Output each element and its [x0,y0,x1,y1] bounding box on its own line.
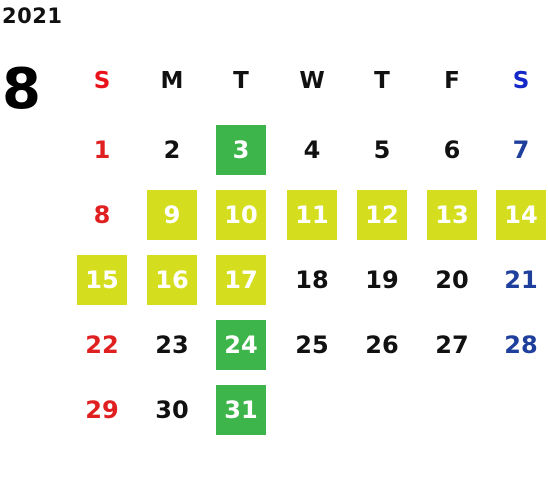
day-cell: 30 [155,396,189,424]
day-cell: 29 [85,396,119,424]
weekday-header: F [444,68,460,94]
day-cell: 16 [147,255,197,305]
day-cell: 6 [443,136,461,164]
weekday-header: W [299,68,325,94]
day-cell: 14 [496,190,546,240]
weekday-header: T [374,68,390,94]
weekday-header: M [160,68,184,94]
day-cell: 28 [504,331,538,359]
day-cell: 15 [77,255,127,305]
day-cell: 1 [93,136,111,164]
day-cell: 31 [216,385,266,435]
day-cell: 24 [216,320,266,370]
day-cell: 7 [512,136,530,164]
day-cell: 12 [357,190,407,240]
day-cell: 25 [295,331,329,359]
day-cell: 18 [295,266,329,294]
day-cell: 10 [216,190,266,240]
day-cell: 4 [303,136,321,164]
day-cell: 9 [147,190,197,240]
day-cell: 19 [365,266,399,294]
weekday-header: T [233,68,249,94]
day-cell: 23 [155,331,189,359]
weekday-header: S [512,68,530,94]
day-cell: 13 [427,190,477,240]
day-cell: 20 [435,266,469,294]
weekday-header: S [93,68,111,94]
day-cell: 21 [504,266,538,294]
day-cell: 2 [163,136,181,164]
day-cell: 11 [287,190,337,240]
day-cell: 3 [216,125,266,175]
day-cell: 5 [373,136,391,164]
day-cell: 17 [216,255,266,305]
day-cell: 8 [93,201,111,229]
day-cell: 27 [435,331,469,359]
year-label: 2021 [2,4,63,28]
day-cell: 26 [365,331,399,359]
day-cell: 22 [85,331,119,359]
month-number: 8 [2,57,41,122]
